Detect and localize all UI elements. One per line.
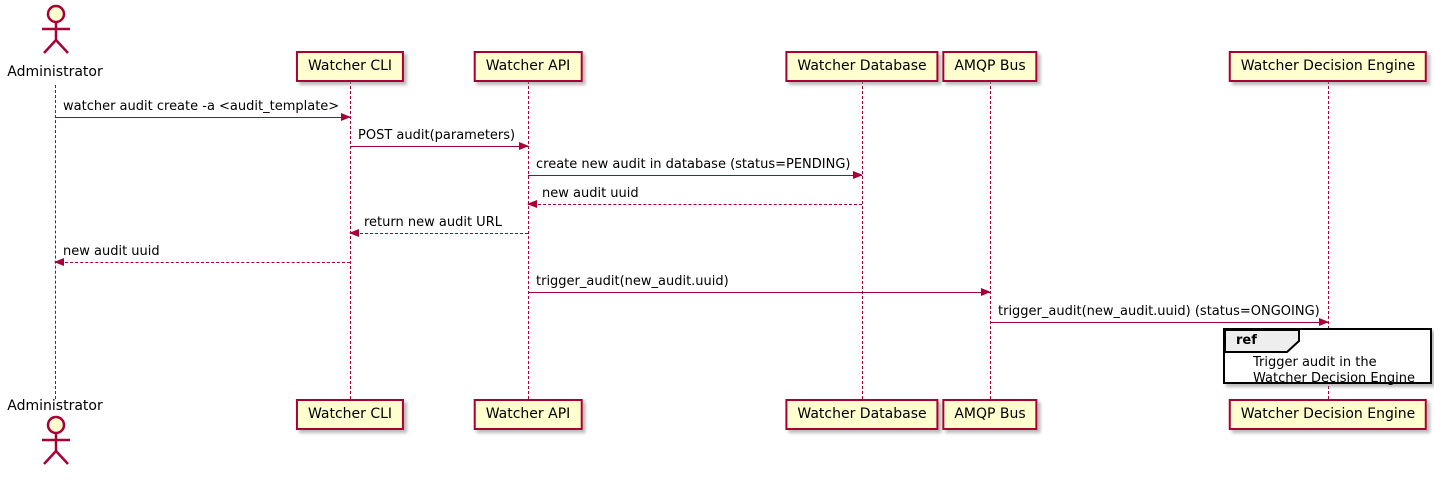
ref-tab-pentagon-icon [1224,329,1300,353]
arrowhead-icon [853,171,863,179]
actor-label-administrator-bottom: Administrator [7,398,103,414]
lifeline-watcher-api [528,81,529,399]
lifeline-watcher-cli [350,81,351,399]
arrowhead-icon [981,288,991,296]
message-label-trigger-audit: trigger_audit(new_audit.uuid) [536,274,729,289]
participant-box-watcher-database-top: Watcher Database [785,51,939,82]
lifeline-amqp-bus [990,81,991,399]
participant-box-watcher-cli-top: Watcher CLI [295,51,405,82]
participant-box-watcher-api-bottom: Watcher API [473,399,583,430]
participant-box-watcher-decision-engine-bottom: Watcher Decision Engine [1228,399,1428,430]
actor-label-administrator-top: Administrator [7,64,103,80]
message-arrow-post-audit [350,142,529,150]
message-label-new-audit-uuid-db: new audit uuid [542,186,639,201]
participant-box-watcher-database-bottom: Watcher Database [785,399,939,430]
lifeline-watcher-decision-engine [1328,81,1329,399]
actor-figure-icon [42,4,70,54]
ref-keyword: ref [1236,333,1257,348]
ref-text-line-1: Trigger audit in the [1253,355,1377,370]
arrowhead-icon [519,142,529,150]
arrowhead-icon [1319,318,1329,326]
message-label-return-audit-url: return new audit URL [364,215,502,230]
participant-box-watcher-decision-engine-top: Watcher Decision Engine [1228,51,1428,82]
ref-text: Trigger audit in the Watcher Decision En… [1253,355,1415,387]
message-label-new-audit-uuid-admin: new audit uuid [63,244,160,259]
message-label-post-audit: POST audit(parameters) [358,128,516,143]
arrowhead-icon [527,200,537,208]
arrowhead-icon [54,258,64,266]
ref-text-line-2: Watcher Decision Engine [1253,371,1415,386]
arrowhead-icon [349,229,359,237]
message-label-audit-create: watcher audit create -a <audit_template> [63,99,340,114]
participant-box-amqp-bus-top: AMQP Bus [942,51,1038,82]
ref-fragment: ref Trigger audit in the Watcher Decisio… [1223,328,1432,387]
message-arrow-create-audit-db [528,171,863,179]
message-arrow-audit-create [55,113,351,121]
participant-box-watcher-api-top: Watcher API [473,51,583,82]
message-arrow-trigger-audit-ongoing [990,318,1329,326]
lifeline-watcher-database [862,81,863,399]
participant-box-watcher-cli-bottom: Watcher CLI [295,399,405,430]
lifeline-administrator [55,85,56,399]
arrowhead-icon [341,113,351,121]
message-arrow-trigger-audit [528,288,991,296]
message-arrow-new-audit-uuid-admin [54,258,350,266]
message-label-create-audit-db: create new audit in database (status=PEN… [536,157,851,172]
message-arrow-new-audit-uuid-db [527,200,862,208]
message-label-trigger-audit-ongoing: trigger_audit(new_audit.uuid) (status=ON… [998,304,1320,319]
participant-box-amqp-bus-bottom: AMQP Bus [942,399,1038,430]
actor-figure-icon [42,415,70,465]
message-arrow-return-audit-url [349,229,528,237]
